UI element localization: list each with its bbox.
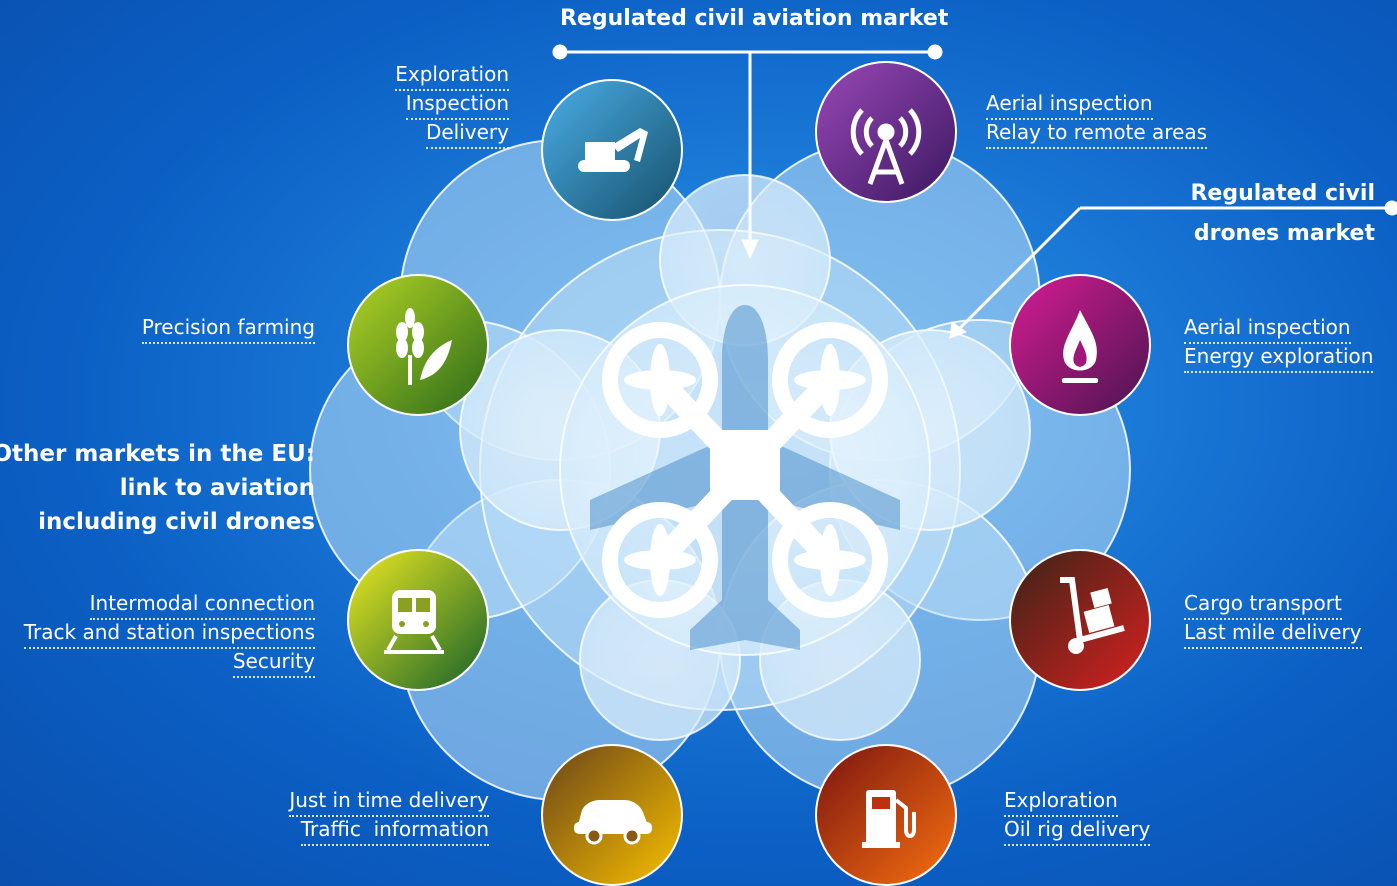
antenna-tower-icon [850,108,922,185]
wheat-leaf-icon [396,308,452,385]
fuel-pump-icon [862,790,916,848]
hand-truck-icon [1060,577,1125,654]
car-icon [574,800,652,845]
market-agriculture [347,274,489,416]
flame-icon [1062,310,1098,383]
propeller-bl [624,524,696,596]
market-construction [541,79,683,221]
agriculture-label-precision-farming: Precision farming [141,315,315,344]
market-telecom [815,61,957,203]
drones-pointer [949,200,1397,339]
market-logistics [1009,549,1151,691]
propeller-tr [794,344,866,416]
drones-title-line2: drones market [1193,221,1375,246]
drone-body [624,344,866,596]
excavator-icon [578,128,648,172]
energy-label-aerial-inspection: Aerial inspection [1184,315,1351,344]
rail-label-security: Security [232,649,315,678]
train-icon [384,590,444,654]
market-rail [347,549,489,691]
other-title-line1: Other markets in the EU: [0,441,315,467]
drones-market-title: Regulated civil drones market [1190,174,1375,254]
road-label-just-in-time: Just in time delivery [289,788,489,817]
oil-label-oil-rig-delivery: Oil rig delivery [1004,817,1151,846]
logistics-label-last-mile: Last mile delivery [1184,620,1362,649]
telecom-label-relay: Relay to remote areas [986,120,1208,149]
other-title-line3: including civil drones [38,509,315,535]
rail-label-track-inspections: Track and station inspections [23,620,315,649]
rail-label-intermodal: Intermodal connection [89,591,315,620]
market-road [541,744,683,886]
market-energy [1009,274,1151,416]
other-markets-title: Other markets in the EU: link to aviatio… [0,437,315,539]
propeller-br [794,524,866,596]
oil-label-exploration: Exploration [1004,788,1118,817]
market-oil [815,744,957,886]
aviation-market-title: Regulated civil aviation market [560,6,949,31]
logistics-label-cargo-transport: Cargo transport [1184,591,1342,620]
telecom-label-aerial-inspection: Aerial inspection [986,91,1153,120]
aviation-pointer [552,44,943,260]
drones-title-line1: Regulated civil [1190,181,1375,206]
construction-label-delivery: Delivery [425,120,509,149]
other-title-line2: link to aviation [119,475,315,501]
construction-label-exploration: Exploration [395,62,509,91]
energy-label-energy-exploration: Energy exploration [1184,344,1374,373]
road-label-traffic-information: Traffic information [300,817,489,846]
construction-label-inspection: Inspection [405,91,509,120]
propeller-tl [624,344,696,416]
